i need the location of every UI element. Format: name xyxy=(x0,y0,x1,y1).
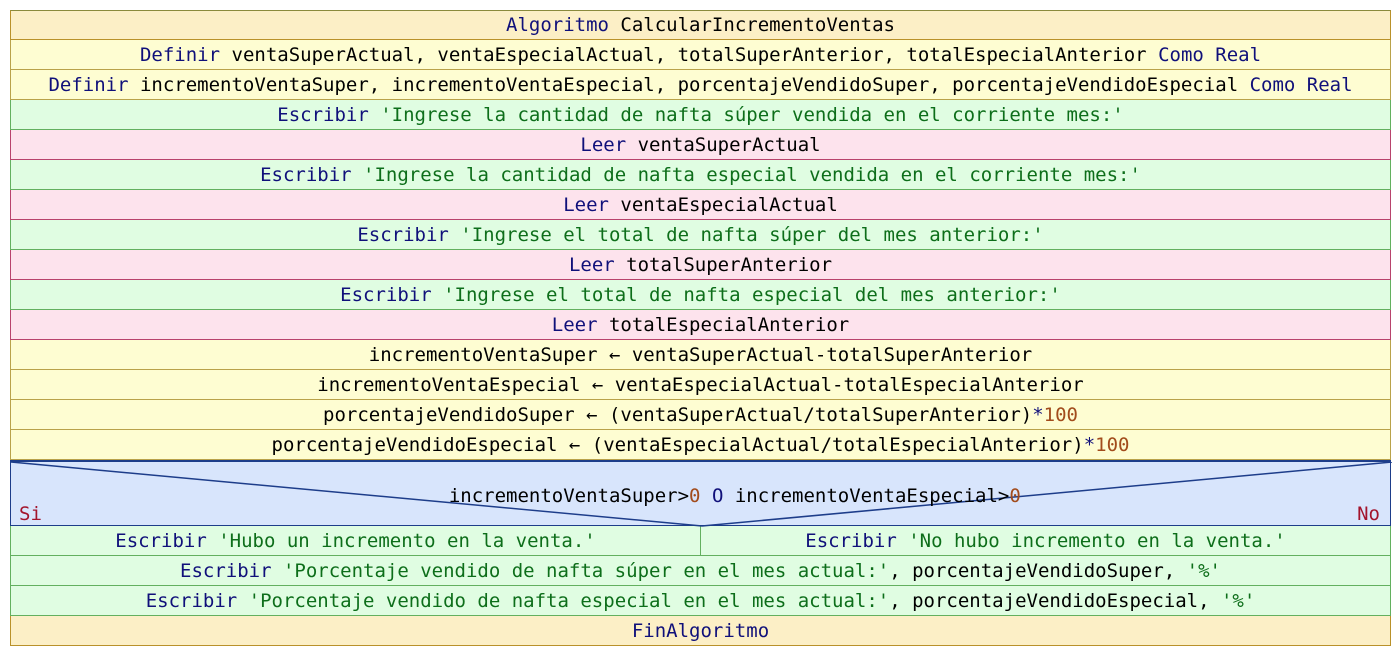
assignment-block: porcentajeVendidoEspecial ← (ventaEspeci… xyxy=(10,430,1391,460)
condition-expression: incrementoVentaSuper>0 O incrementoVenta… xyxy=(11,463,1390,529)
operator: * xyxy=(1083,433,1096,456)
string-literal: 'Ingrese la cantidad de nafta súper vend… xyxy=(368,103,1124,126)
keyword-escribir: Escribir xyxy=(145,589,238,612)
keyword-escribir: Escribir xyxy=(180,559,272,582)
keyword-como-real: Como Real xyxy=(1158,43,1262,66)
number-literal: 100 xyxy=(1095,433,1130,456)
algorithm-end: FinAlgoritmo xyxy=(10,616,1391,646)
keyword-definir: Definir xyxy=(139,43,221,66)
flowchart-diagram: Algoritmo CalcularIncrementoVentas Defin… xyxy=(10,10,1392,646)
string-literal: 'Hubo un incremento en la venta.' xyxy=(206,529,596,552)
assignment-expression: incrementoVentaSuper ← ventaSuperActual-… xyxy=(368,343,1033,366)
read-variable: ventaSuperActual xyxy=(626,133,821,156)
string-literal: '%' xyxy=(1186,559,1221,582)
algorithm-header: Algoritmo CalcularIncrementoVentas xyxy=(10,10,1391,40)
keyword-definir: Definir xyxy=(48,73,129,96)
write-variables: , porcentajeVendidoEspecial, xyxy=(889,589,1221,612)
read-variable: totalSuperAnterior xyxy=(614,253,833,276)
write-block: Escribir 'Ingrese la cantidad de nafta s… xyxy=(10,100,1391,130)
condition-block: incrementoVentaSuper>0 O incrementoVenta… xyxy=(10,460,1392,529)
write-block: Escribir 'Porcentaje vendido de nafta sú… xyxy=(10,556,1391,586)
read-block: Leer ventaSuperActual xyxy=(10,130,1391,160)
write-variables: , porcentajeVendidoSuper, xyxy=(889,559,1187,582)
condition-right: incrementoVentaEspecial> xyxy=(723,485,1010,507)
variable-list: ventaSuperActual, ventaEspecialActual, t… xyxy=(220,43,1159,66)
assignment-expression: porcentajeVendidoSuper ← (ventaSuperActu… xyxy=(323,403,1033,426)
define-block-2: Definir incrementoVentaSuper, incremento… xyxy=(10,70,1391,100)
branch-label-no: No xyxy=(1357,503,1380,525)
number-literal: 0 xyxy=(1009,485,1021,507)
branch-si-write: Escribir 'Hubo un incremento en la venta… xyxy=(10,526,701,556)
read-variable: ventaEspecialActual xyxy=(608,193,838,216)
keyword-como-real: Como Real xyxy=(1249,73,1353,96)
read-variable: totalEspecialAnterior xyxy=(597,313,850,336)
string-literal: 'Ingrese el total de nafta súper del mes… xyxy=(448,223,1044,246)
keyword-escribir: Escribir xyxy=(340,283,432,306)
assignment-block: porcentajeVendidoSuper ← (ventaSuperActu… xyxy=(10,400,1391,430)
keyword-escribir: Escribir xyxy=(805,529,897,552)
variable-list: incrementoVentaSuper, incrementoVentaEsp… xyxy=(128,73,1250,96)
string-literal: '%' xyxy=(1220,589,1256,612)
write-block: Escribir 'Ingrese la cantidad de nafta e… xyxy=(10,160,1391,190)
write-block: Escribir 'Ingrese el total de nafta espe… xyxy=(10,280,1391,310)
keyword-leer: Leer xyxy=(563,193,609,216)
keyword-leer: Leer xyxy=(568,253,615,276)
assignment-block: incrementoVentaSuper ← ventaSuperActual-… xyxy=(10,340,1391,370)
read-block: Leer ventaEspecialActual xyxy=(10,190,1391,220)
branch-no-write: Escribir 'No hubo incremento en la venta… xyxy=(701,526,1391,556)
algorithm-name: CalcularIncrementoVentas xyxy=(608,14,895,36)
keyword-leer: Leer xyxy=(551,313,598,336)
string-literal: 'Porcentaje vendido de nafta especial en… xyxy=(237,589,890,612)
number-literal: 100 xyxy=(1043,403,1078,426)
assignment-block: incrementoVentaEspecial ← ventaEspecialA… xyxy=(10,370,1391,400)
keyword-escribir: Escribir xyxy=(260,163,352,186)
condition-branches: Escribir 'Hubo un incremento en la venta… xyxy=(10,526,1391,556)
condition-triangle-lines xyxy=(11,462,1392,527)
assignment-expression: incrementoVentaEspecial ← ventaEspecialA… xyxy=(317,373,1084,396)
keyword-leer: Leer xyxy=(580,133,627,156)
define-block-1: Definir ventaSuperActual, ventaEspecialA… xyxy=(10,40,1391,70)
keyword-o: O xyxy=(711,485,724,507)
operator: * xyxy=(1032,403,1044,426)
condition-left: incrementoVentaSuper> xyxy=(448,485,690,507)
keyword-escribir: Escribir xyxy=(357,223,449,246)
branch-label-si: Si xyxy=(19,503,42,525)
keyword-escribir: Escribir xyxy=(277,103,369,126)
read-block: Leer totalSuperAnterior xyxy=(10,250,1391,280)
string-literal: 'No hubo incremento en la venta.' xyxy=(896,529,1286,552)
number-literal: 0 xyxy=(689,485,701,507)
write-block: Escribir 'Porcentaje vendido de nafta es… xyxy=(10,586,1391,616)
keyword-finalgoritmo: FinAlgoritmo xyxy=(631,619,770,642)
string-literal: 'Ingrese la cantidad de nafta especial v… xyxy=(351,163,1141,186)
string-literal: 'Ingrese el total de nafta especial del … xyxy=(431,283,1061,306)
keyword-algoritmo: Algoritmo xyxy=(506,14,609,36)
keyword-escribir: Escribir xyxy=(115,529,207,552)
write-block: Escribir 'Ingrese el total de nafta súpe… xyxy=(10,220,1391,250)
string-literal: 'Porcentaje vendido de nafta súper en el… xyxy=(271,559,890,582)
assignment-expression: porcentajeVendidoEspecial ← (ventaEspeci… xyxy=(271,433,1084,456)
spacer xyxy=(700,485,711,507)
read-block: Leer totalEspecialAnterior xyxy=(10,310,1391,340)
